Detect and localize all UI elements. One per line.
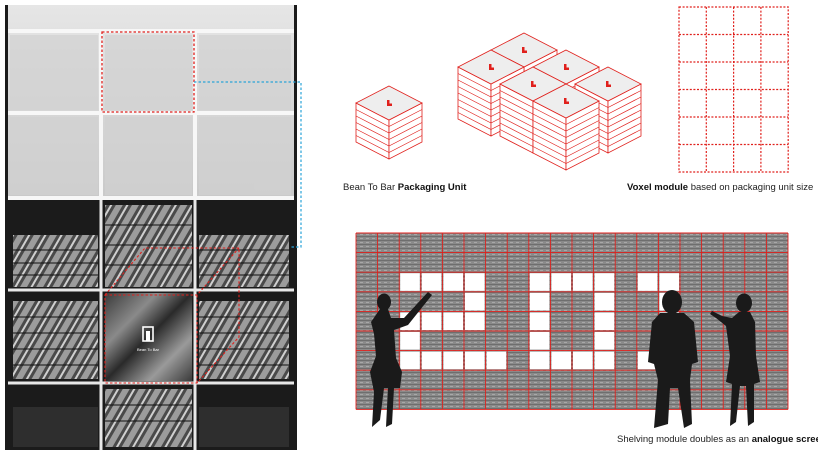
display-pixel <box>465 312 485 330</box>
display-pixel <box>529 312 550 330</box>
display-pixel <box>400 332 420 350</box>
display-pixel <box>659 273 679 291</box>
caption-voxel-module-suffix: based on packaging unit size <box>688 182 814 193</box>
display-pixel <box>637 273 658 291</box>
display-pixel <box>594 292 615 311</box>
display-pixel <box>400 273 420 291</box>
display-pixel <box>465 273 485 291</box>
packaging-unit-cluster <box>457 32 642 171</box>
display-pixel <box>486 351 507 370</box>
display-pixel <box>465 351 485 370</box>
display-pixel <box>573 351 593 370</box>
display-pixel <box>465 292 485 311</box>
silhouette-man <box>648 290 698 428</box>
caption-analogue-screen-bold: analogue screen <box>751 434 818 445</box>
display-pixel <box>400 351 420 370</box>
packaging-unit <box>355 85 423 160</box>
highlight-square <box>101 31 195 113</box>
caption-analogue-screen-prefix: Shelving module doubles as an <box>617 434 752 445</box>
silhouettes <box>370 290 760 428</box>
display-pixel <box>594 351 615 370</box>
display-pixel <box>443 351 463 370</box>
caption-packaging-unit-bold: Packaging Unit <box>397 182 467 193</box>
display-pixel <box>594 312 615 330</box>
leader-line <box>194 81 302 248</box>
display-pixel <box>443 312 463 330</box>
packaging-unit-6 <box>532 83 600 171</box>
display-pixel <box>551 351 571 370</box>
caption-analogue-screen: Shelving module doubles as an analogue s… <box>617 434 818 445</box>
display-pixel <box>529 292 550 311</box>
caption-voxel-module-bold: Voxel module <box>627 182 689 193</box>
display-pixel <box>551 273 571 291</box>
display-pixel <box>421 312 442 330</box>
display-pixel <box>443 273 463 291</box>
box-logo-text: Bean To Bar <box>137 347 160 352</box>
display-pixel <box>421 351 442 370</box>
voxel-module-grid <box>678 6 789 173</box>
box-logo: Bean To Bar <box>137 326 160 352</box>
display-pixel <box>594 273 615 291</box>
display-pixel <box>421 273 442 291</box>
caption-voxel-module: Voxel module based on packaging unit siz… <box>627 182 813 193</box>
silhouette-woman-left <box>370 292 432 427</box>
display-pixel <box>529 351 550 370</box>
display-pixel <box>594 332 615 350</box>
display-pixel <box>529 332 550 350</box>
caption-packaging-unit-prefix: Bean To Bar <box>343 182 398 193</box>
display-pixel <box>573 273 593 291</box>
display-pixel <box>529 273 550 291</box>
packaging-unit-single <box>355 85 423 160</box>
silhouette-woman-right <box>710 293 760 426</box>
caption-packaging-unit: Bean To Bar Packaging Unit <box>343 182 466 193</box>
shelving-photo: Bean To Bar <box>5 5 297 450</box>
isometric-cube-outline <box>104 247 240 384</box>
